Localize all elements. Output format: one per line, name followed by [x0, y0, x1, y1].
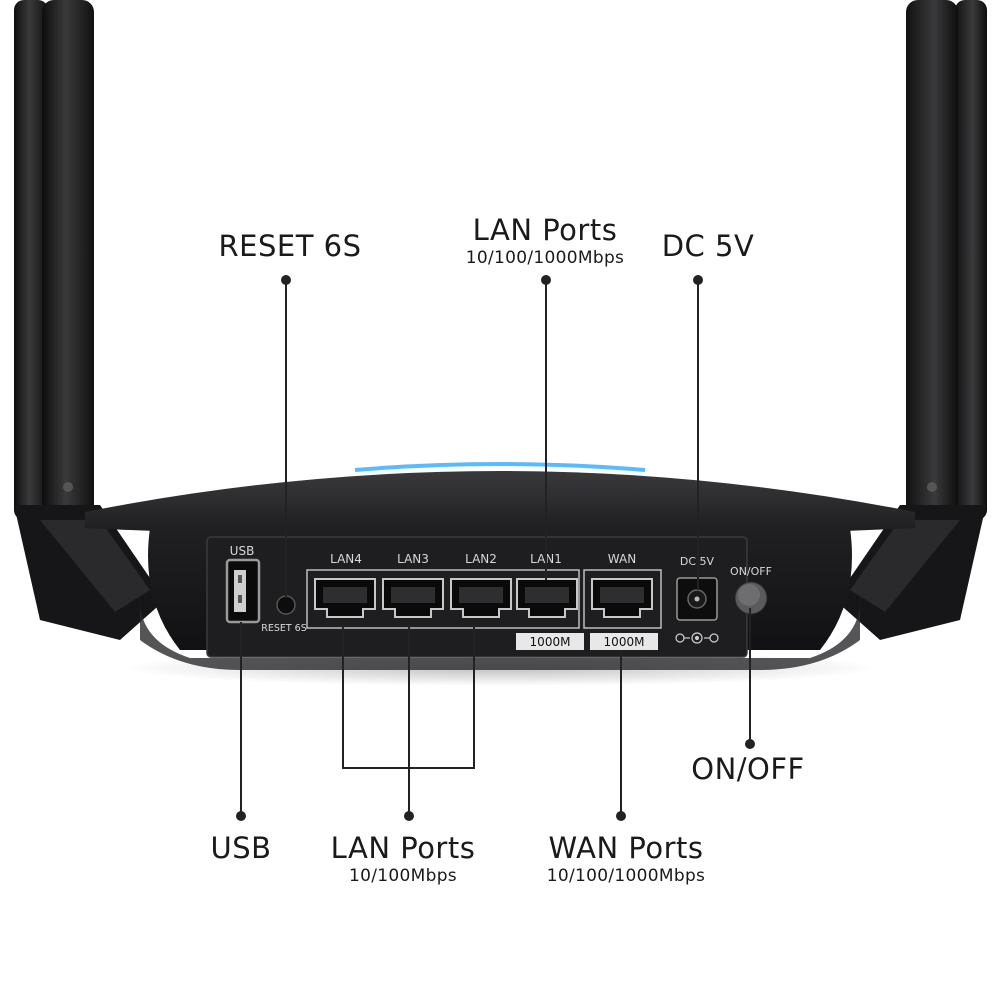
wan-speed-text: 1000M: [604, 635, 645, 649]
lan3-port: [382, 578, 444, 618]
usb-panel-label: USB: [230, 544, 255, 558]
lan-bottom-callout: LAN Ports 10/100Mbps: [331, 834, 476, 885]
wan-callout-title: WAN Ports: [548, 831, 704, 865]
dc-polarity-icon: [675, 632, 719, 644]
onoff-callout-title: ON/OFF: [691, 752, 805, 786]
antenna-left-front: [14, 0, 165, 640]
antenna-left-back: [14, 0, 48, 520]
dc-callout: DC 5V: [662, 232, 755, 261]
antenna-right-front: [835, 0, 986, 640]
wan-callout: WAN Ports 10/100/1000Mbps: [547, 834, 705, 885]
reset-callout: RESET 6S: [219, 232, 362, 261]
lan-group-frame: [306, 569, 580, 629]
lan1-speed-text: 1000M: [530, 635, 571, 649]
lan-top-callout: LAN Ports 10/100/1000Mbps: [466, 216, 624, 267]
lan-top-callout-sub: 10/100/1000Mbps: [465, 248, 625, 268]
wan-port: [591, 578, 653, 618]
status-light-strip: [354, 462, 646, 472]
lan1-speed-badge: [516, 633, 584, 650]
lan-bottom-callout-title: LAN Ports: [330, 831, 476, 865]
lan2-port: [450, 578, 512, 618]
onoff-panel-label: ON/OFF: [730, 565, 772, 578]
dc-jack: [676, 577, 718, 621]
reset-button: [276, 595, 296, 615]
callout-dots: [236, 275, 755, 821]
wan-speed-badge: [590, 633, 658, 650]
reset-panel-label: RESET 6S: [261, 623, 307, 634]
reset-callout-title: RESET 6S: [218, 229, 362, 263]
antenna-right-back: [955, 0, 987, 520]
onoff-callout: ON/OFF: [691, 755, 804, 784]
usb-callout-title: USB: [210, 831, 272, 865]
lan2-label: LAN2: [465, 552, 497, 566]
callout-lines: [240, 280, 751, 816]
wan-group-frame: [583, 569, 662, 629]
power-button: [734, 581, 768, 615]
dc-callout-title: DC 5V: [661, 229, 755, 263]
lan-top-callout-title: LAN Ports: [472, 213, 618, 247]
wan-label: WAN: [608, 552, 636, 566]
wan-callout-sub: 10/100/1000Mbps: [546, 866, 706, 886]
lan3-label: LAN3: [397, 552, 429, 566]
usb-port: [225, 558, 261, 624]
lan-bottom-callout-sub: 10/100Mbps: [349, 866, 457, 886]
usb-callout: USB: [210, 834, 271, 863]
lan1-port: [516, 578, 578, 618]
lan4-port: [314, 578, 376, 618]
lan4-label: LAN4: [330, 552, 362, 566]
